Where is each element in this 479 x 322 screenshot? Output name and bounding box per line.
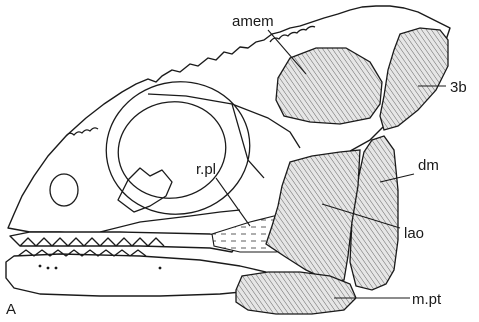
panel-letter: A bbox=[6, 301, 16, 318]
label-lao: lao bbox=[404, 225, 424, 242]
label-rpl: r.pl bbox=[196, 161, 216, 178]
label-mpt: m.pt bbox=[412, 291, 442, 308]
label-dm: dm bbox=[418, 157, 439, 174]
upper-jaw bbox=[10, 232, 240, 252]
lower-jaw bbox=[6, 254, 272, 296]
label-3b: 3b bbox=[450, 79, 467, 96]
label-amem: amem bbox=[232, 13, 274, 30]
muscle-amem bbox=[276, 48, 382, 124]
